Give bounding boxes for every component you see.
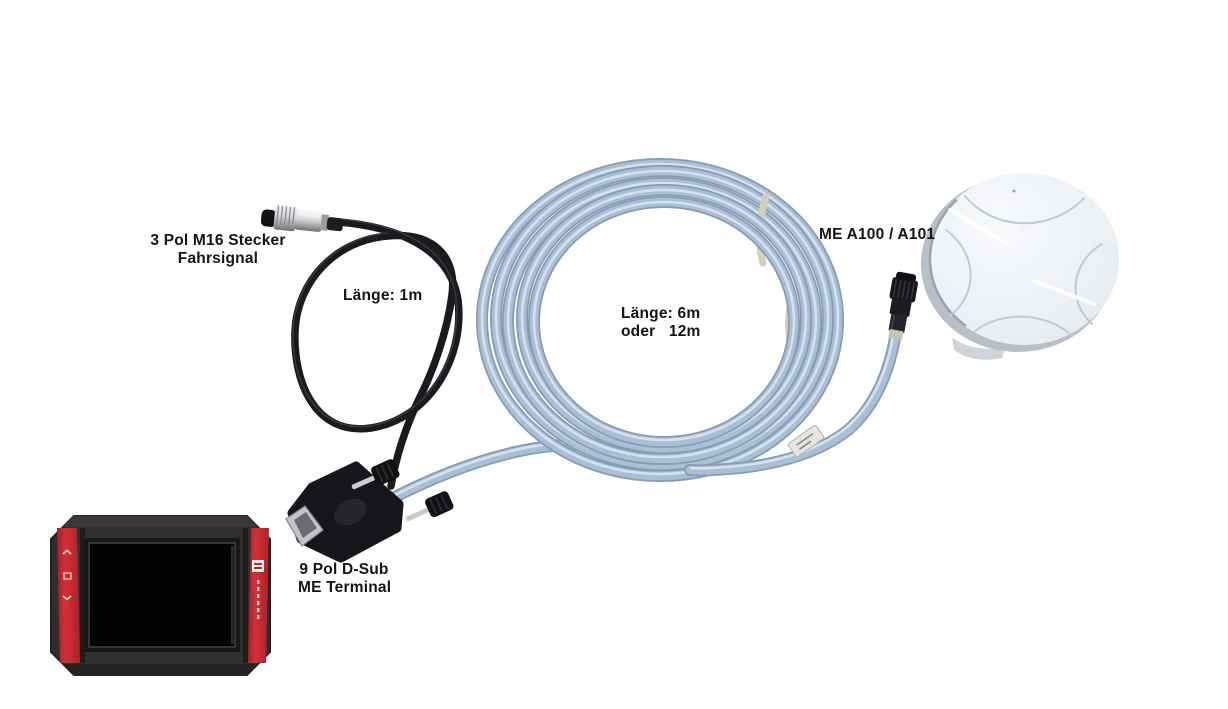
antenna-connector bbox=[888, 271, 918, 341]
gps-antenna bbox=[921, 172, 1120, 360]
antenna-seam-bottom bbox=[973, 315, 1073, 337]
label-coil-length-line1: Länge: 6m bbox=[621, 305, 701, 322]
cable-label-tape bbox=[787, 424, 825, 458]
thumbscrew bbox=[351, 459, 400, 490]
terminal-red-strip-left bbox=[57, 528, 80, 663]
label-dsub-line1: 9 Pol D-Sub bbox=[299, 561, 389, 578]
label-dsub-connector: 9 Pol D-Sub ME Terminal bbox=[298, 561, 392, 596]
label-m16-line2: Fahrsignal bbox=[177, 249, 259, 267]
label-antenna-model: ME A100 / A101 bbox=[819, 226, 936, 243]
antenna-cable bbox=[684, 332, 901, 477]
terminal-screen bbox=[88, 542, 236, 648]
label-coil-length-line2: oder 12m bbox=[621, 322, 701, 340]
antenna-seam-left bbox=[945, 229, 972, 317]
label-coil-length: Länge: 6m oder 12m bbox=[621, 305, 701, 340]
label-m16-connector: 3 Pol M16 Stecker Fahrsignal bbox=[148, 232, 288, 267]
antenna-seam-right bbox=[1074, 243, 1103, 325]
antenna-seam-top bbox=[964, 195, 1085, 225]
label-m16-line1: 3 Pol M16 Stecker bbox=[150, 232, 286, 249]
terminal-side-buttons bbox=[62, 549, 72, 601]
m16-connector bbox=[260, 203, 344, 232]
dsub-connector bbox=[285, 459, 454, 563]
thumbscrew bbox=[405, 491, 454, 522]
signal-cable bbox=[291, 218, 463, 490]
brand-logo bbox=[252, 560, 264, 619]
label-dsub-line2: ME Terminal bbox=[298, 578, 392, 596]
terminal-device bbox=[50, 515, 271, 676]
gps-cable-coil bbox=[383, 158, 844, 506]
label-signal-cable-length: Länge: 1m bbox=[343, 287, 423, 304]
